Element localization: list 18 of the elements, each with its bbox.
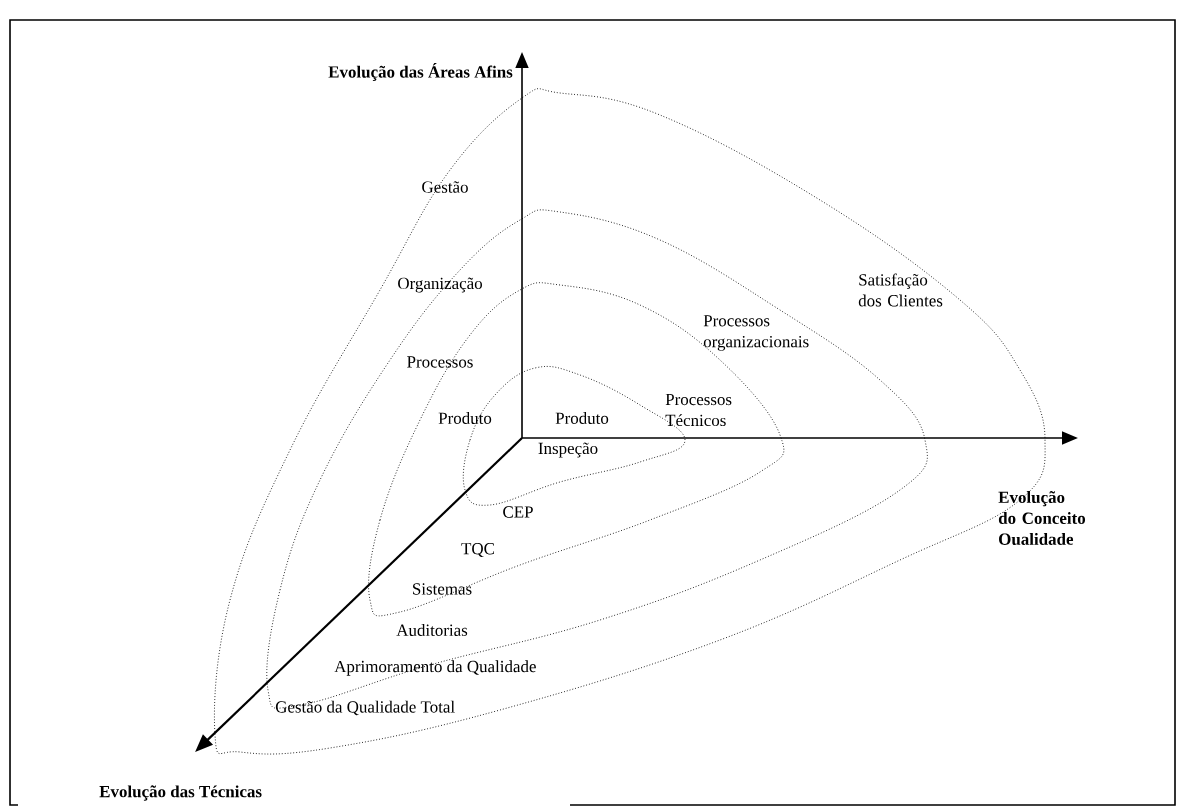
- text-label: Aprimoramento da Qualidade: [334, 660, 536, 676]
- text-label: Auditorias: [396, 624, 468, 636]
- text-label: Organização: [398, 277, 482, 293]
- text-label: Processos organizacionais: [703, 315, 809, 351]
- axis-label: Evolução das Técnicas: [99, 785, 262, 801]
- text-label: Produto: [438, 412, 492, 424]
- axis-label: Evolução das Áreas Afins: [328, 63, 513, 81]
- text-label: Satisfação dos Clientes: [858, 273, 943, 307]
- text-label: Sistemas: [413, 583, 472, 595]
- text-label: Processos: [407, 356, 473, 368]
- text-label: Processos Técnicos: [665, 393, 732, 427]
- axis-label: Evolução do Conceito Oualidade: [998, 491, 1086, 545]
- text-label: Produto: [555, 412, 609, 424]
- text-label: TQC: [461, 543, 494, 557]
- text-label: Inspeção: [538, 442, 598, 458]
- text-label: Gestão: [422, 181, 468, 193]
- text-label: Gestão da Qualidade Total: [275, 700, 455, 716]
- text-label: CEP: [503, 506, 533, 518]
